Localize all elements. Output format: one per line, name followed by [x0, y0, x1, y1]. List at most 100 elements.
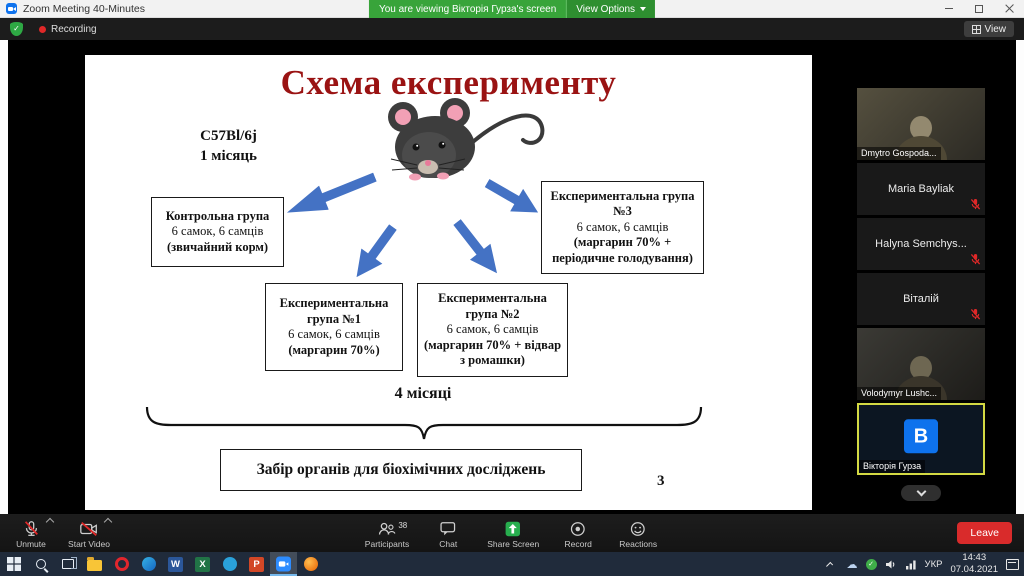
folder-icon [87, 557, 102, 571]
share-screen-button[interactable]: Share Screen [483, 518, 543, 549]
group-count: 6 самок, 6 самців [576, 219, 669, 234]
taskbar-telegram[interactable] [216, 552, 243, 576]
group-box-exp1: Експериментальна група №1 6 самок, 6 сам… [265, 283, 403, 371]
flow-arrow-down-left [346, 219, 403, 284]
view-options-label: View Options [576, 3, 636, 15]
participants-button[interactable]: 38 Participants [361, 518, 413, 549]
leave-button[interactable]: Leave [957, 522, 1012, 544]
participant-avatar: B [904, 419, 938, 454]
view-layout-button[interactable]: View [963, 21, 1014, 37]
start-video-label: Start Video [68, 538, 110, 549]
participant-tile-dmytro[interactable]: Dmytro Gospoda... [857, 88, 985, 160]
taskbar-firefox[interactable] [297, 552, 324, 576]
zoom-app-icon [6, 3, 17, 14]
record-button[interactable]: Record [553, 518, 603, 549]
flow-arrow-right [481, 172, 545, 224]
speaker-icon[interactable] [885, 559, 897, 570]
reactions-label: Reactions [619, 538, 658, 549]
participant-tile-viktoriia-active[interactable]: B Вікторія Гурза [857, 403, 985, 475]
mic-muted-icon [24, 520, 38, 536]
group-diet: (маргарин 70% + періодичне голодування) [552, 235, 693, 265]
participant-name: Вікторія Гурза [859, 460, 926, 473]
chevron-down-icon [640, 7, 647, 11]
maximize-button[interactable] [964, 0, 994, 17]
onedrive-icon[interactable]: ☁ [846, 557, 858, 571]
record-icon [571, 521, 586, 536]
participant-tile-maria[interactable]: Maria Bayliak [857, 163, 985, 215]
record-label: Record [564, 538, 592, 549]
window-title: Zoom Meeting 40-Minutes [23, 2, 145, 15]
windows-taskbar: W X P ☁ ✓ УКР 14:43 07.04.2021 [0, 552, 1024, 576]
chevron-down-icon [916, 486, 926, 497]
security-shield-icon[interactable]: ✓ [865, 558, 877, 570]
group-box-control: Контрольна група 6 самок, 6 самців (звич… [151, 197, 284, 267]
participant-tile-halyna[interactable]: Halyna Semchys... [857, 218, 985, 270]
chat-button[interactable]: Chat [423, 518, 473, 549]
taskbar-opera[interactable] [108, 552, 135, 576]
flow-arrow-down-right [447, 214, 508, 281]
view-options-button[interactable]: View Options [566, 0, 656, 18]
zoom-icon [276, 556, 291, 572]
slide-title: Схема експерименту [280, 63, 617, 102]
group-title: Експериментальна група №1 [279, 296, 389, 326]
participant-name: Volodymyr Lushc... [857, 387, 942, 400]
viewing-banner-text: You are viewing Вікторія Гурза's screen [368, 0, 567, 18]
reactions-button[interactable]: Reactions [613, 518, 663, 549]
participant-name: Halyna Semchys... [875, 238, 967, 250]
group-title: Експериментальна група №2 [438, 291, 547, 321]
chevron-up-icon [825, 561, 833, 569]
group-box-exp3: Експериментальна група №3 6 самок, 6 сам… [541, 181, 704, 274]
taskbar-word[interactable]: W [162, 552, 189, 576]
chevron-up-icon[interactable] [45, 517, 55, 527]
group-count: 6 самок, 6 самців [288, 327, 380, 341]
encryption-shield-icon[interactable]: ✓ [10, 22, 23, 36]
close-button[interactable] [994, 0, 1024, 17]
more-participants-button[interactable] [901, 485, 941, 501]
participant-tile-volodymyr[interactable]: Volodymyr Lushc... [857, 328, 985, 400]
chat-icon [440, 521, 456, 535]
conclusion-box: Забір органів для біохімічних досліджень [220, 449, 582, 491]
minimize-button[interactable] [934, 0, 964, 17]
participant-name: Віталій [903, 293, 939, 305]
participant-tile-vitalii[interactable]: Віталій [857, 273, 985, 325]
muted-mic-icon [970, 254, 981, 265]
grid-view-icon [971, 24, 981, 34]
excel-icon: X [195, 556, 210, 572]
meeting-toolbar: Unmute Start Video 38 Participants [0, 514, 1024, 552]
camera-off-icon [80, 521, 97, 536]
share-screen-icon [506, 521, 521, 536]
clock-time: 14:43 [962, 552, 987, 564]
strain-line2: 1 місяць [200, 147, 257, 164]
chevron-up-icon[interactable] [103, 517, 113, 527]
start-button[interactable] [0, 552, 27, 576]
start-video-button[interactable]: Start Video [64, 514, 114, 552]
muted-mic-icon [970, 199, 981, 210]
language-indicator[interactable]: УКР [924, 558, 943, 570]
unmute-button[interactable]: Unmute [6, 514, 56, 552]
taskbar-search-button[interactable] [27, 552, 54, 576]
taskbar-zoom-active[interactable] [270, 552, 297, 576]
taskbar-file-explorer[interactable] [81, 552, 108, 576]
tray-expand-button[interactable] [823, 560, 839, 569]
taskbar-clock[interactable]: 14:43 07.04.2021 [950, 552, 998, 576]
window-controls [934, 0, 1024, 17]
telegram-icon [222, 557, 237, 571]
participants-count-badge: 38 [398, 520, 408, 530]
unmute-label: Unmute [16, 538, 46, 549]
taskbar-edge[interactable] [135, 552, 162, 576]
system-tray: ☁ ✓ УКР 14:43 07.04.2021 [823, 552, 1024, 576]
network-icon[interactable] [905, 559, 917, 570]
strain-label: C57Bl/6j 1 місяць [171, 127, 286, 166]
recording-label: Recording [51, 23, 97, 35]
participant-name: Dmytro Gospoda... [857, 147, 941, 160]
action-center-icon[interactable] [1006, 558, 1019, 570]
task-view-icon [61, 557, 77, 569]
participants-strip: Dmytro Gospoda... Maria Bayliak Halyna S… [857, 88, 985, 501]
task-view-button[interactable] [54, 552, 81, 576]
group-title: Контрольна група [165, 208, 270, 223]
word-icon: W [168, 556, 183, 572]
taskbar-powerpoint[interactable]: P [243, 552, 270, 576]
search-icon [35, 559, 46, 569]
strain-line1: C57Bl/6j [200, 128, 257, 144]
taskbar-excel[interactable]: X [189, 552, 216, 576]
